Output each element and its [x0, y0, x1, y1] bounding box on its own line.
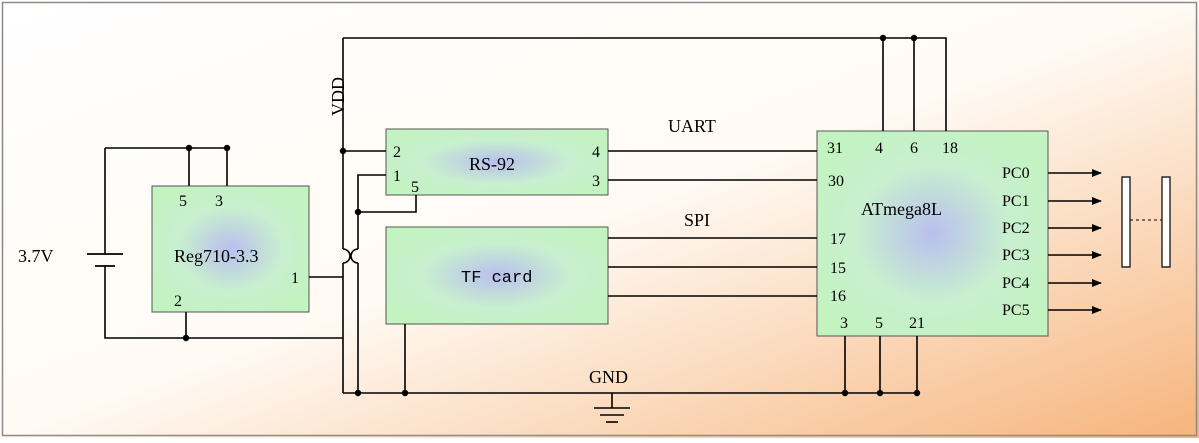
junction-dots	[182, 34, 921, 397]
mcu-pin-5: 5	[875, 315, 883, 332]
port-arrows	[1048, 169, 1102, 314]
regulator-block	[151, 185, 310, 313]
regulator-pin-1: 1	[291, 270, 299, 287]
mcu-pin-4: 4	[875, 140, 883, 157]
mcu-name: ATmega8L	[861, 199, 942, 219]
waveform-symbol	[1121, 176, 1171, 268]
rs92-pin-5: 5	[411, 179, 419, 196]
rs92-pin-3: 3	[592, 173, 600, 190]
mcu-pin-30: 30	[828, 173, 844, 190]
vdd-label: VDD	[328, 77, 348, 116]
rs92-block	[385, 128, 609, 196]
mcu-port-pc3: PC3	[1002, 247, 1030, 264]
mcu-pin-6: 6	[910, 140, 918, 157]
mcu-port-pc2: PC2	[1002, 220, 1030, 237]
mcu-pin-16: 16	[830, 288, 846, 305]
regulator-name: Reg710-3.3	[174, 246, 259, 266]
mcu-pin-15: 15	[830, 260, 846, 277]
mcu-port-pc0: PC0	[1002, 165, 1030, 182]
mcu-pin-31: 31	[827, 140, 843, 157]
battery-symbol	[87, 147, 343, 339]
tfcard-name: TF card	[461, 269, 532, 288]
mcu-pin-18: 18	[942, 140, 958, 157]
gnd-net	[343, 174, 918, 423]
rs92-pin-4: 4	[592, 144, 600, 161]
uart-label: UART	[668, 116, 716, 136]
vdd-net	[309, 37, 947, 393]
mcu-block	[816, 130, 1049, 337]
rs92-pin-1: 1	[393, 168, 401, 185]
gnd-label: GND	[589, 367, 628, 387]
rs92-name: RS-92	[469, 154, 515, 174]
mcu-port-pc5: PC5	[1002, 302, 1030, 319]
mcu-pin-21: 21	[909, 315, 925, 332]
regulator-pin-3: 3	[215, 193, 223, 210]
mcu-pin-17: 17	[830, 231, 846, 248]
spi-label: SPI	[684, 210, 710, 230]
battery-label: 3.7V	[18, 246, 54, 266]
tfcard-block	[385, 226, 609, 325]
mcu-port-pc1: PC1	[1002, 193, 1030, 210]
regulator-pin-5: 5	[179, 193, 187, 210]
regulator-pin-2: 2	[174, 293, 182, 310]
mcu-port-pc4: PC4	[1002, 275, 1030, 292]
rs92-pin-2: 2	[393, 144, 401, 161]
signal-lines	[608, 150, 817, 297]
mcu-pin-3: 3	[840, 315, 848, 332]
